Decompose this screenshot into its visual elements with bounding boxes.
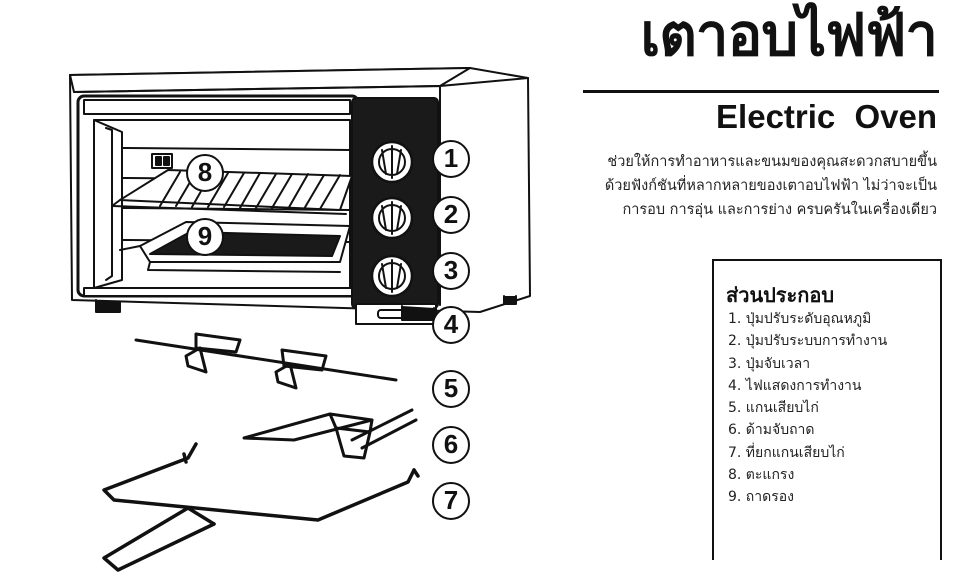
callout-5: 5 (432, 370, 470, 408)
callout-4: 4 (432, 306, 470, 344)
callout-1: 1 (432, 140, 470, 178)
list-item: 4. ไฟแสดงการทำงาน (728, 377, 862, 394)
page-title-thai: เตาอบไฟฟ้า (640, 1, 938, 69)
callout-6: 6 (432, 426, 470, 464)
description-line: การอบ การอุ่น และการย่าง ครบครันในเครื่อ… (622, 202, 937, 218)
list-item: 2. ปุ่มปรับระบบการทำงาน (728, 333, 888, 350)
parts-list: 1. ปุ่มปรับระดับอุณหภูมิ 2. ปุ่มปรับระบบ… (728, 308, 887, 509)
list-item: 3. ปุ่มจับเวลา (728, 355, 811, 372)
list-item: 5. แกนเสียบไก่ (728, 400, 819, 417)
description-line: ด้วยฟังก์ชันที่หลากหลายของเตาอบไฟฟ้า ไม่… (604, 178, 937, 194)
callout-2: 2 (432, 196, 470, 234)
list-item: 9. ถาดรอง (728, 489, 795, 506)
rotisserie-lifter (102, 442, 420, 572)
rotisserie-spit (134, 332, 398, 390)
page-title-english: Electric Oven (716, 98, 937, 135)
wire-rack (111, 169, 353, 215)
title-divider (583, 90, 939, 93)
list-item: 1. ปุ่มปรับระดับอุณหภูมิ (728, 311, 872, 327)
description: ช่วยให้การทำอาหารและขนมของคุณสะดวกสบายขึ… (517, 150, 937, 222)
list-item: 7. ที่ยกแกนเสียบไก่ (728, 444, 845, 461)
parts-box: ส่วนประกอบ 1. ปุ่มปรับระดับอุณหภูมิ 2. ป… (712, 259, 942, 560)
callout-7: 7 (432, 482, 470, 520)
list-item: 6. ด้ามจับถาด (728, 422, 815, 439)
tray-handle (242, 408, 418, 460)
control-panel (351, 97, 439, 325)
callout-9: 9 (186, 218, 224, 256)
callout-3: 3 (432, 252, 470, 290)
list-item: 8. ตะแกรง (728, 467, 795, 484)
parts-title: ส่วนประกอบ (726, 283, 835, 307)
description-line: ช่วยให้การทำอาหารและขนมของคุณสะดวกสบายขึ… (607, 154, 937, 170)
callout-8: 8 (186, 154, 224, 192)
